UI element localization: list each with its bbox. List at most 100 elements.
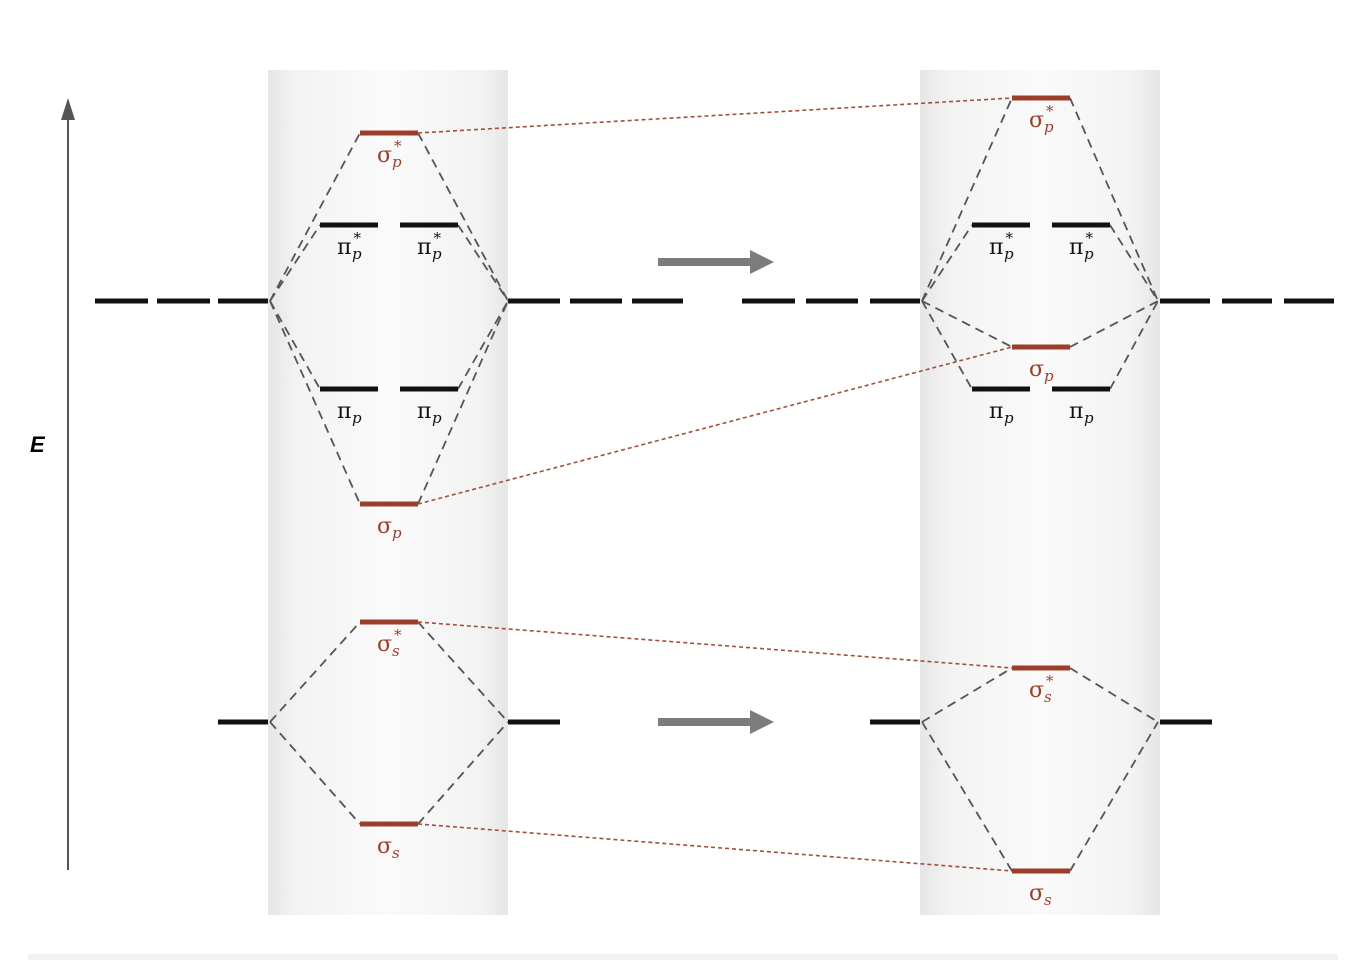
orbital-connector-line: [1069, 300, 1159, 348]
mo-label-symbol: π: [989, 399, 1003, 424]
mo-label-symbol: σ: [377, 514, 392, 539]
mo-label-symbol: π: [337, 235, 351, 260]
mo-label-symbol: σ: [1029, 678, 1044, 703]
orbital-connector-line: [269, 300, 321, 390]
right-mo-pi-p-1: πp: [972, 386, 1030, 427]
mo-label-subscript: p: [1044, 367, 1054, 385]
orbital-connectors: [269, 97, 1159, 872]
mo-label-symbol: π: [989, 235, 1003, 260]
orbital-connector-line: [921, 224, 973, 302]
transition-arrow-p-shaft: [658, 258, 752, 266]
orbital-connector-line: [269, 300, 361, 505]
right-mo-pi-p-star-1: π*p: [972, 222, 1030, 263]
transition-arrow-p-head-icon: [750, 250, 774, 274]
right-mo-sigma-s: σs: [1012, 868, 1070, 909]
mo-label-superscript: *: [1046, 102, 1054, 120]
energy-axis: [61, 98, 75, 870]
mo-label-subscript: p: [432, 245, 442, 263]
mo-label: π*p: [1069, 229, 1094, 263]
mo-label: πp: [337, 399, 362, 427]
correlation-line-sigma-p-star: [417, 97, 1013, 134]
correlation-line-sigma-s: [417, 823, 1013, 872]
mo-label-subscript: s: [392, 642, 400, 660]
mo-label: σ*p: [1029, 102, 1054, 136]
orbital-connector-line: [921, 300, 973, 390]
mo-label: σs: [1029, 881, 1052, 909]
orbital-connector-line: [1109, 300, 1159, 390]
orbital-connector-line: [417, 621, 509, 723]
right-mo-pi-p-star-2: π*p: [1052, 222, 1110, 263]
mo-label-symbol: π: [417, 235, 431, 260]
mo-label-superscript: *: [1005, 229, 1013, 247]
mo-label: π*p: [417, 229, 442, 263]
left-molecule-panel: [268, 70, 508, 915]
mo-label-subscript: p: [1084, 245, 1094, 263]
mo-label-symbol: σ: [377, 834, 392, 859]
mo-label-symbol: π: [1069, 399, 1083, 424]
orbital-connector-line: [417, 300, 509, 505]
mo-label-subscript: p: [352, 245, 362, 263]
right-mo-pi-p-2: πp: [1052, 386, 1110, 427]
mo-label-superscript: *: [1085, 229, 1093, 247]
mo-label-subscript: p: [352, 409, 362, 427]
mo-label-subscript: p: [392, 524, 402, 542]
mo-label: π*p: [989, 229, 1014, 263]
orbital-connector-line: [269, 132, 361, 302]
orbital-connector-line: [921, 300, 1013, 348]
left-mo-sigma-p: σp: [360, 501, 418, 542]
mo-label-subscript: s: [1044, 688, 1052, 706]
orbital-connector-line: [1069, 667, 1159, 723]
right-mo-sigma-p-star: σ*p: [1012, 95, 1070, 136]
mo-label: σ*s: [377, 626, 402, 660]
left-mo-pi-p-2: πp: [400, 386, 458, 427]
left-mo-sigma-s-star: σ*s: [360, 619, 418, 660]
mo-label-superscript: *: [353, 229, 361, 247]
mo-label-symbol: σ: [1029, 881, 1044, 906]
energy-axis-arrowhead-icon: [61, 98, 75, 120]
mo-label-superscript: *: [394, 137, 402, 155]
correlation-line-sigma-p: [417, 346, 1013, 505]
orbital-connector-line: [921, 667, 1013, 723]
mo-label-subscript: p: [1004, 245, 1014, 263]
mo-label-subscript: p: [392, 153, 402, 171]
mo-label-symbol: π: [337, 399, 351, 424]
mo-label-superscript: *: [394, 626, 402, 644]
mo-label: σs: [377, 834, 400, 862]
mo-label-subscript: s: [1044, 891, 1052, 909]
mo-label: σp: [377, 514, 402, 542]
bottom-strip: [28, 954, 1338, 960]
orbital-connector-line: [457, 300, 509, 390]
mo-label-subscript: p: [432, 409, 442, 427]
orbital-connector-line: [921, 97, 1013, 302]
mo-label-symbol: σ: [1029, 357, 1044, 382]
energy-axis-label: E: [30, 432, 46, 457]
right-mo-sigma-p: σp: [1012, 344, 1070, 385]
mo-label: πp: [1069, 399, 1094, 427]
mo-label: πp: [989, 399, 1014, 427]
mo-label-subscript: s: [392, 844, 400, 862]
transition-arrow-p: [658, 250, 774, 274]
correlation-line-sigma-s-star: [417, 621, 1013, 669]
mo-label-symbol: π: [417, 399, 431, 424]
left-mo-sigma-p-star: σ*p: [360, 130, 418, 171]
orbital-connector-line: [417, 721, 509, 825]
mo-label-symbol: σ: [377, 143, 392, 168]
orbital-connector-line: [417, 132, 509, 302]
orbital-connector-line: [269, 224, 321, 302]
right-molecule-panel: [920, 70, 1160, 915]
mo-label-symbol: σ: [1029, 108, 1044, 133]
mo-label-symbol: σ: [377, 632, 392, 657]
mo-label-subscript: p: [1084, 409, 1094, 427]
left-mo-sigma-s: σs: [360, 821, 418, 862]
transition-arrow-s-head-icon: [750, 710, 774, 734]
atomic-orbitals: [95, 298, 1334, 725]
mo-label: πp: [417, 399, 442, 427]
orbital-connector-line: [269, 721, 361, 825]
mo-label: σ*s: [1029, 672, 1054, 706]
right-mo-sigma-s-star: σ*s: [1012, 665, 1070, 706]
left-mo-pi-p-star-2: π*p: [400, 222, 458, 263]
mo-label-subscript: p: [1044, 118, 1054, 136]
left-mo-pi-p-1: πp: [320, 386, 378, 427]
